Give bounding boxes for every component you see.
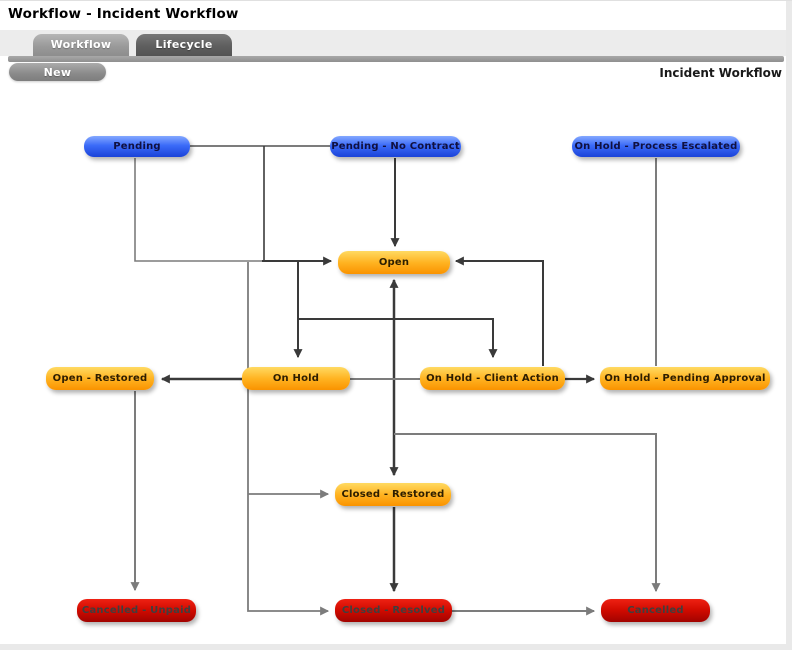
tab-divider-bar bbox=[8, 56, 784, 62]
workflow-node-cancelled-unpaid[interactable]: Cancelled - Unpaid bbox=[77, 599, 196, 622]
diagram-title: Incident Workflow bbox=[659, 66, 782, 80]
tab-lifecycle[interactable]: Lifecycle bbox=[136, 34, 232, 56]
bottom-edge-strip bbox=[0, 644, 792, 650]
right-edge-strip bbox=[786, 1, 792, 650]
tab-workflow[interactable]: Workflow bbox=[33, 34, 129, 56]
workflow-edge bbox=[247, 262, 330, 616]
workflow-node-open-restored[interactable]: Open - Restored bbox=[46, 367, 154, 390]
title-bar: Workflow - Incident Workflow bbox=[0, 1, 792, 30]
tab-strip: Workflow Lifecycle bbox=[0, 30, 786, 56]
workflow-node-on-hold-process-escalated[interactable]: On Hold - Process Escalated bbox=[572, 136, 740, 157]
workflow-node-pending-no-contract[interactable]: Pending - No Contract bbox=[330, 136, 461, 157]
workflow-node-pending[interactable]: Pending bbox=[84, 136, 190, 157]
page-title: Workflow - Incident Workflow bbox=[8, 6, 239, 22]
workflow-node-open[interactable]: Open bbox=[338, 251, 450, 274]
workflow-edge bbox=[298, 318, 498, 359]
workflow-edge bbox=[134, 158, 262, 262]
workflow-node-on-hold-pending-approval[interactable]: On Hold - Pending Approval bbox=[600, 367, 770, 390]
workflow-edge bbox=[454, 256, 544, 366]
workflow-node-closed-resolved[interactable]: Closed - Resolved bbox=[335, 599, 452, 622]
workflow-edge bbox=[394, 433, 661, 593]
workflow-node-cancelled[interactable]: Cancelled bbox=[601, 599, 710, 622]
workflow-node-on-hold-client-action[interactable]: On Hold - Client Action bbox=[420, 367, 565, 390]
new-button[interactable]: New bbox=[9, 63, 106, 81]
workflow-node-closed-restored[interactable]: Closed - Restored bbox=[335, 483, 451, 506]
workflow-node-on-hold[interactable]: On Hold bbox=[242, 367, 350, 390]
